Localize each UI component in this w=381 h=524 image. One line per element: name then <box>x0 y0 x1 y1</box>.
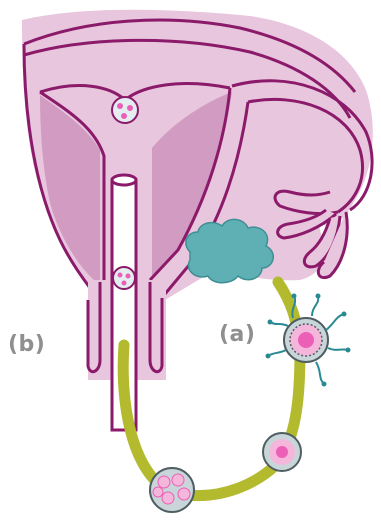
zygote-nucleus <box>276 446 288 458</box>
embryo-uterus-cell <box>112 97 138 123</box>
sperm-head <box>316 294 321 299</box>
egg-nucleus <box>298 332 314 348</box>
zygote <box>263 433 301 471</box>
fertilization-egg <box>266 294 351 387</box>
label-a: (a) <box>219 322 255 347</box>
sperm-head <box>268 320 273 325</box>
ovary-cloud <box>186 219 273 282</box>
label-b: (b) <box>8 332 45 357</box>
embryo-catheter-dot <box>126 274 131 279</box>
embryo-in-catheter <box>113 267 135 289</box>
embryo-uterus-dot <box>127 105 133 111</box>
sperm-tail <box>270 322 288 326</box>
blastomere <box>162 492 174 504</box>
embryo-catheter-dot <box>118 273 123 278</box>
sperm-head <box>342 312 347 317</box>
sperm-head <box>322 382 327 387</box>
sperm-head <box>292 294 297 299</box>
embryo-catheter-dot <box>122 281 127 286</box>
sperm-tail <box>312 296 318 316</box>
sperm-head <box>266 354 271 359</box>
multicell-embryo <box>150 468 194 512</box>
embryo-uterus-dot <box>117 103 123 109</box>
sperm-tail <box>268 350 286 356</box>
catheter-opening <box>112 175 136 185</box>
sperm-tail <box>326 314 344 330</box>
sperm-head <box>346 348 351 353</box>
blastomere <box>172 474 184 486</box>
blastomere <box>153 487 163 497</box>
embryo-catheter-cell <box>113 267 135 289</box>
embryo-uterus-dot <box>121 113 127 119</box>
sperm-tail <box>316 362 324 384</box>
embryo-in-uterus <box>112 97 138 123</box>
blastomere <box>178 488 190 500</box>
sperm-tail <box>328 348 348 350</box>
blastomere <box>158 476 170 488</box>
